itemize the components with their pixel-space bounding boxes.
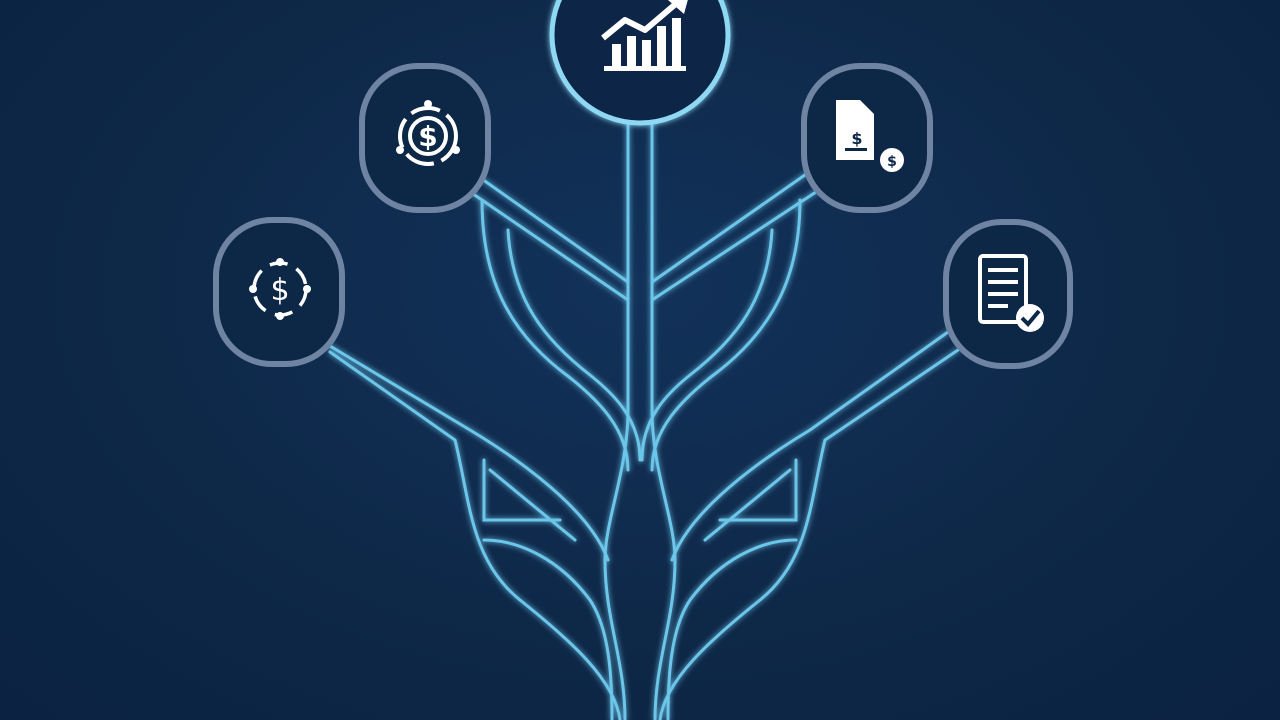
branch-lines	[318, 120, 960, 720]
node-money-cycle-lower-ring	[213, 217, 345, 367]
trunk-line-right	[650, 120, 677, 720]
branch-upper-right-c	[650, 198, 802, 472]
branch-lower-left-c	[482, 458, 562, 522]
node-growth-ring	[549, 0, 731, 126]
node-growth[interactable]	[549, 0, 731, 126]
dollar-cycle-icon: $	[396, 100, 460, 166]
money-document-icon: $ $	[836, 100, 904, 172]
branch-upper-left-b	[458, 183, 630, 302]
node-money-cycle-lower[interactable]: $	[213, 217, 345, 367]
svg-text:$: $	[887, 154, 897, 170]
branch-lower-left-e	[488, 468, 577, 542]
checklist-document-icon	[978, 254, 1044, 332]
branch-lower-left-d	[482, 538, 614, 720]
branch-upper-left-c	[480, 198, 630, 472]
branch-upper-left-d	[506, 228, 642, 462]
node-checklist[interactable]	[943, 219, 1073, 369]
growth-chart-icon	[601, 0, 688, 71]
node-money-cycle-upper[interactable]: $	[359, 63, 491, 213]
svg-text:$: $	[418, 120, 437, 153]
branch-lower-right-a	[670, 330, 950, 562]
branch-lower-right-b	[658, 348, 960, 720]
branch-lower-left-a	[318, 338, 610, 562]
branch-lower-right-d	[666, 538, 798, 720]
branch-upper-right-a	[650, 168, 814, 284]
node-document-money[interactable]: $ $	[801, 63, 933, 213]
node-money-cycle-upper-ring	[359, 63, 491, 213]
svg-text:$: $	[270, 273, 289, 308]
branch-upper-right-b	[650, 186, 824, 302]
branch-lower-left-b	[328, 350, 622, 720]
dollar-cycle-icon: $	[249, 258, 311, 320]
svg-text:$: $	[851, 129, 862, 148]
branch-lower-right-e	[703, 468, 792, 542]
branch-lower-right-c	[718, 458, 798, 522]
branch-upper-right-d	[640, 228, 774, 462]
branch-upper-left-a	[470, 170, 630, 284]
trunk-line-left	[603, 120, 630, 720]
